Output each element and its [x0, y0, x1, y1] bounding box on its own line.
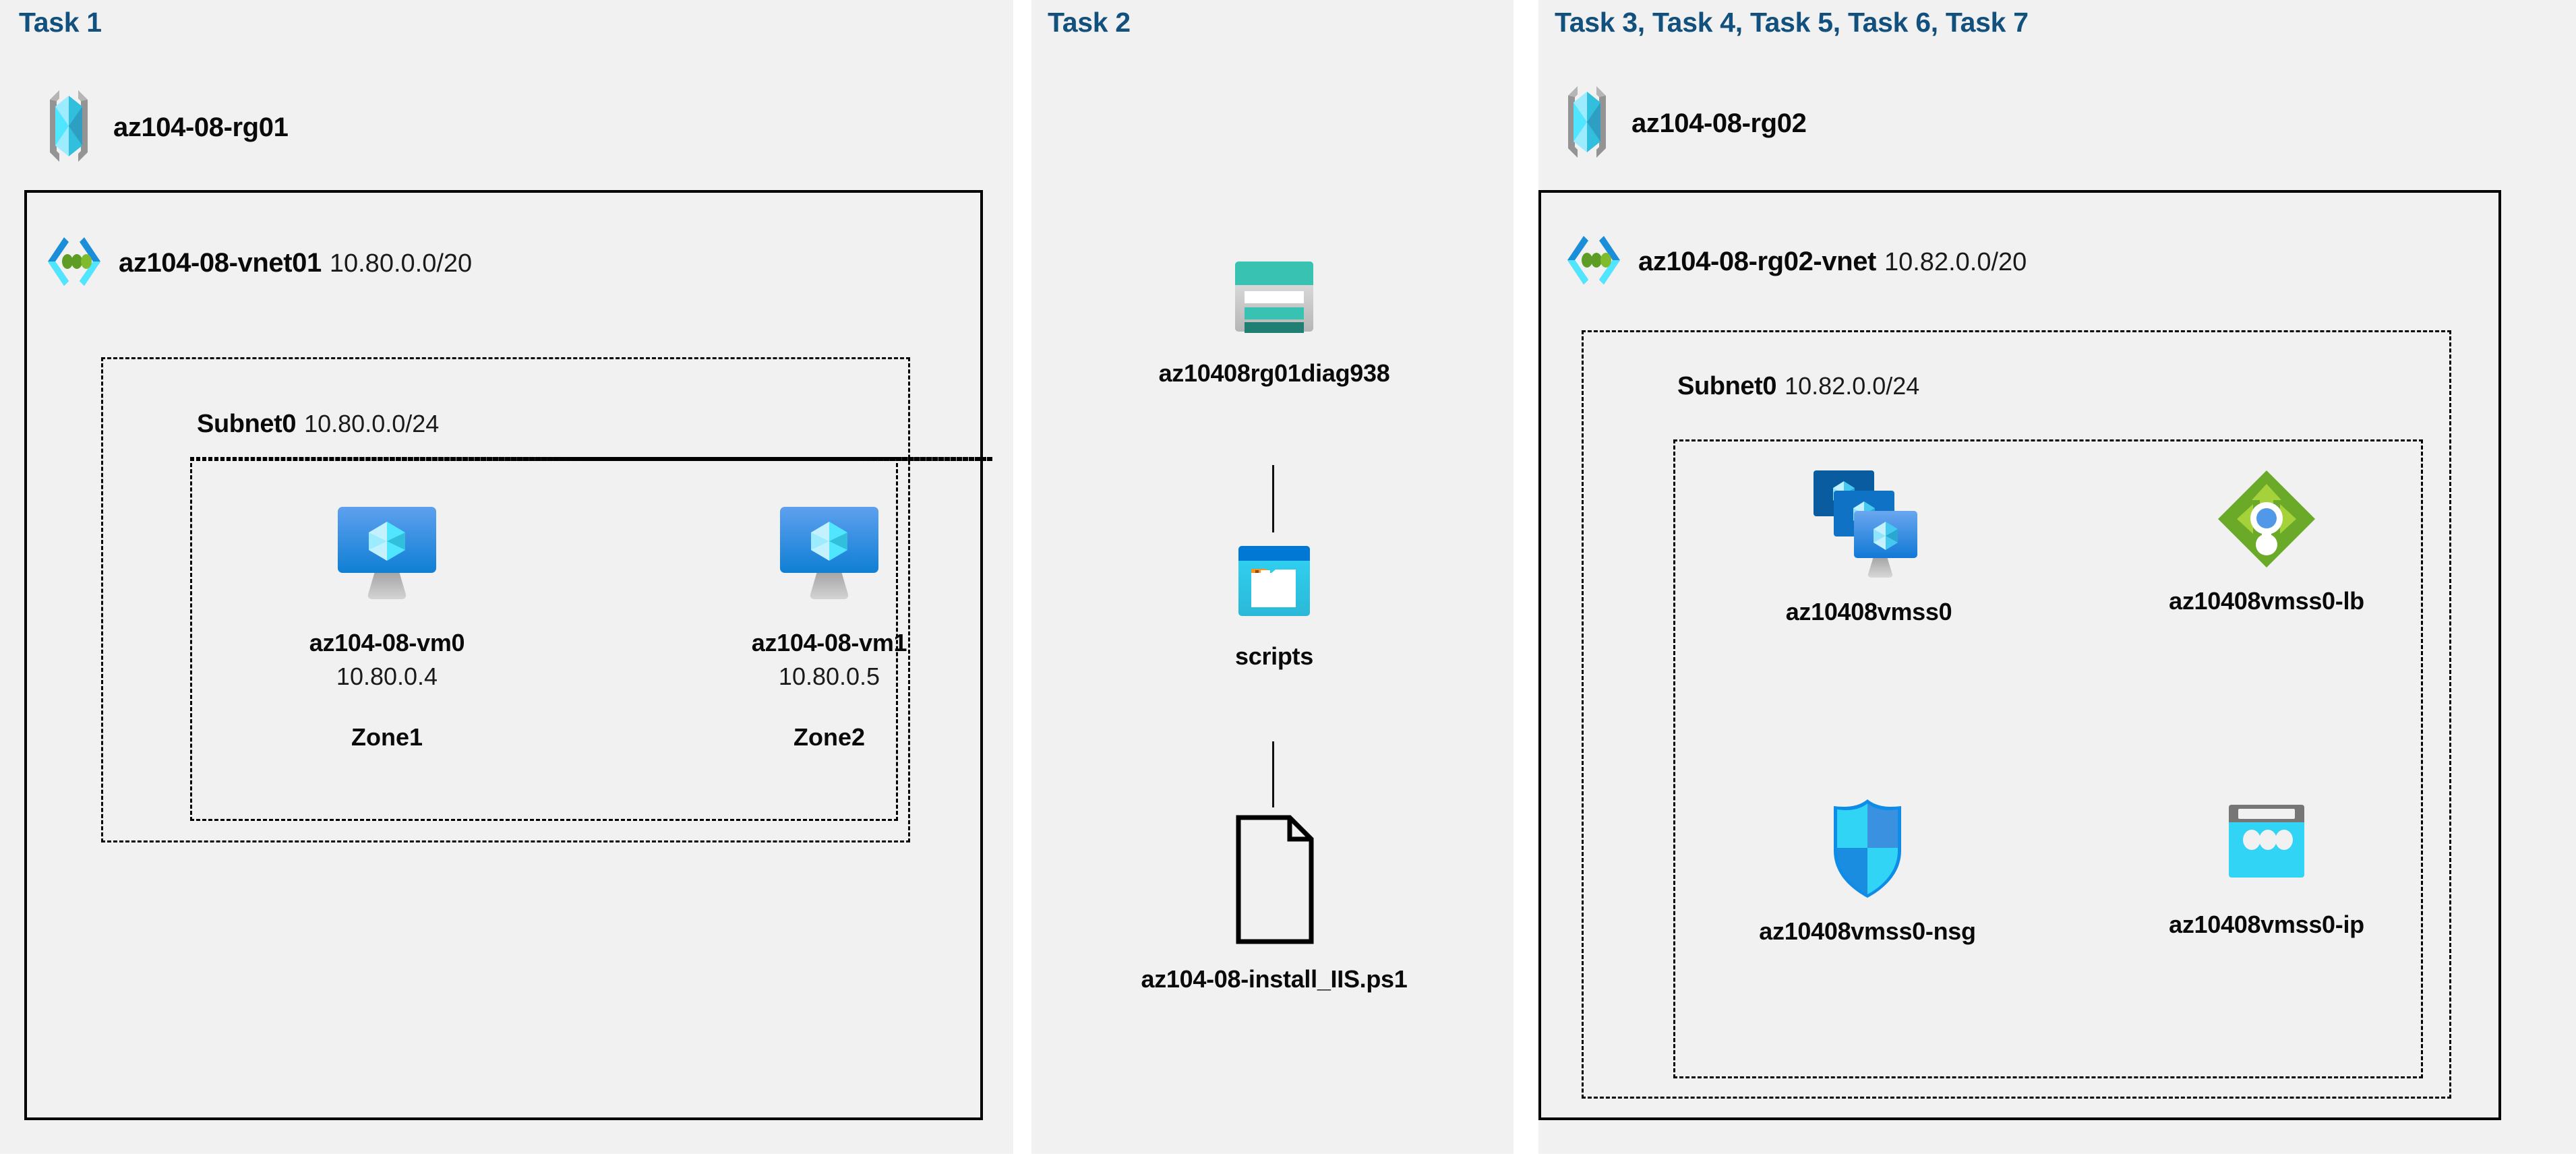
subnet-label-task1: Subnet0 10.80.0.0/24 [197, 410, 439, 439]
zones-box-task1 [190, 457, 898, 821]
vnet-box-rg02-vnet [1538, 190, 2501, 1120]
subnet-cidr-task1: 10.80.0.0/24 [304, 410, 440, 437]
node-az10408rg01diag938: az10408rg01diag938 [1126, 249, 1422, 388]
vnet-header-rg02-vnet: az104-08-rg02-vnet 10.82.0.0/20 [1563, 229, 2027, 295]
subnet-cidr-task3: 10.82.0.0/24 [1785, 372, 1920, 400]
node-name-vmss0-nsg: az10408vmss0-nsg [1759, 917, 1976, 945]
subnet-box-task3 [1582, 330, 2451, 1099]
vm-scale-set-icon [1801, 465, 1936, 590]
task-2-heading: Task 2 [1048, 7, 1131, 38]
subnet-name-task3: Subnet0 [1677, 372, 1777, 400]
resource-group-label-rg01: az104-08-rg01 [113, 113, 289, 142]
virtual-machine-icon [772, 499, 887, 617]
node-az10408vmss0-ip: az10408vmss0-ip [2132, 795, 2401, 939]
resource-group-icon [1557, 82, 1617, 165]
node-name-vm1: az104-08-vm1 [751, 629, 907, 656]
node-ip-vm1: 10.80.0.5 [778, 663, 880, 690]
node-name-ps1: az104-08-install_IIS.ps1 [1141, 965, 1408, 993]
virtual-network-icon [43, 231, 105, 296]
vnet-box-vnet01 [24, 190, 983, 1120]
node-az10408vmss0: az10408vmss0 [1734, 465, 2004, 626]
resource-group-header-rg01: az104-08-rg01 [39, 86, 289, 169]
vnet-cidr-rg02: 10.82.0.0/20 [1884, 248, 2027, 276]
connector-scripts-to-file [1272, 741, 1274, 807]
node-name-vm0: az104-08-vm0 [309, 629, 465, 656]
public-ip-address-icon [2219, 795, 2314, 900]
vnet-name-vnet01: az104-08-vnet01 [119, 248, 322, 278]
subnet-label-task3: Subnet0 10.82.0.0/24 [1677, 372, 1919, 401]
virtual-machine-icon [330, 499, 444, 617]
task-3-7-heading: Task 3, Task 4, Task 5, Task 6, Task 7 [1555, 7, 2029, 38]
node-az10408vmss0-lb: az10408vmss0-lb [2132, 465, 2401, 615]
node-zone-vm0: Zone1 [351, 723, 423, 751]
node-name-storage: az10408rg01diag938 [1158, 359, 1390, 387]
panel-task-2: Task 2 az10408rg01diag938 [1031, 0, 1514, 1154]
task-1-heading: Task 1 [19, 7, 102, 38]
node-name-vmss0-ip: az10408vmss0-ip [2169, 911, 2364, 938]
network-security-group-icon [1824, 795, 1911, 907]
node-az10408vmss0-nsg: az10408vmss0-nsg [1733, 795, 2002, 946]
panel-task-3-7: Task 3, Task 4, Task 5, Task 6, Task 7 a… [1538, 0, 2576, 1154]
connector-storage-to-scripts [1272, 465, 1274, 532]
subnet-box-task1 [101, 357, 910, 842]
resource-group-icon [39, 86, 98, 169]
node-az104-08-vm1: az104-08-vm1 10.80.0.5 Zone2 [715, 499, 944, 751]
node-name-scripts: scripts [1235, 642, 1313, 670]
resources-box-task3 [1673, 439, 2423, 1078]
file-icon [1229, 812, 1319, 950]
vnet-name-rg02: az104-08-rg02-vnet [1638, 247, 1876, 276]
virtual-network-icon [1563, 229, 1625, 295]
node-zone-vm1: Zone2 [793, 723, 865, 751]
storage-account-icon [1227, 249, 1321, 347]
subnet-name-task1: Subnet0 [197, 410, 297, 438]
node-az104-08-vm0: az104-08-vm0 10.80.0.4 Zone1 [272, 499, 502, 751]
resource-group-label-rg02: az104-08-rg02 [1631, 109, 1807, 138]
node-scripts: scripts [1166, 539, 1382, 671]
blob-container-icon [1230, 539, 1318, 630]
node-az104-08-install-iis-ps1: az104-08-install_IIS.ps1 [1079, 812, 1470, 993]
vnet-cidr-vnet01: 10.80.0.0/20 [329, 249, 473, 278]
node-ip-vm0: 10.80.0.4 [336, 663, 438, 690]
panel-task-1: Task 1 az104-08-rg01 [0, 0, 1013, 1154]
node-name-vmss0: az10408vmss0 [1785, 598, 1952, 625]
node-name-vmss0-lb: az10408vmss0-lb [2169, 587, 2364, 615]
vnet-header-vnet01: az104-08-vnet01 10.80.0.0/20 [43, 231, 472, 296]
load-balancer-icon [2213, 465, 2320, 576]
resource-group-header-rg02: az104-08-rg02 [1557, 82, 1807, 165]
